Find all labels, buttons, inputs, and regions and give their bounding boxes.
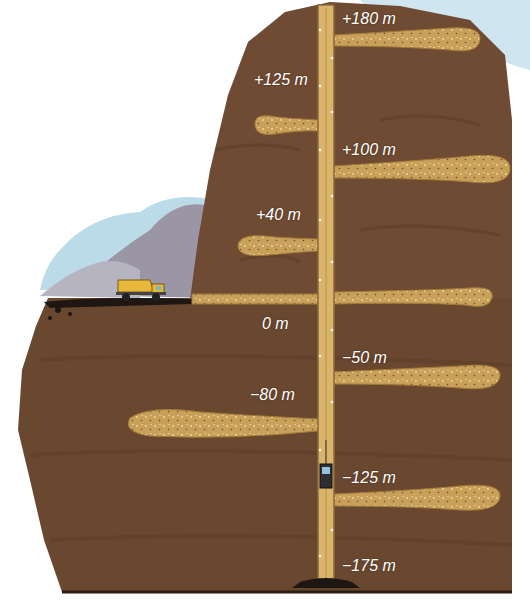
depth-label: +125 m (254, 70, 308, 89)
elevator-cage (320, 440, 332, 488)
depth-label: +40 m (256, 205, 301, 224)
depth-label: −175 m (342, 556, 396, 575)
shaft-bottom (292, 578, 360, 588)
underground (18, 298, 512, 592)
dump-truck (116, 280, 166, 301)
depth-label: −50 m (342, 348, 387, 367)
depth-label: −125 m (342, 468, 396, 487)
ground-line (44, 298, 192, 308)
mountain (190, 2, 512, 300)
depth-label: +180 m (342, 9, 396, 28)
shaft-lights (319, 29, 334, 558)
mine-shaft (318, 5, 334, 580)
depth-label: −80 m (250, 385, 295, 404)
depth-label: 0 m (262, 314, 289, 333)
depth-label: +100 m (342, 140, 396, 159)
